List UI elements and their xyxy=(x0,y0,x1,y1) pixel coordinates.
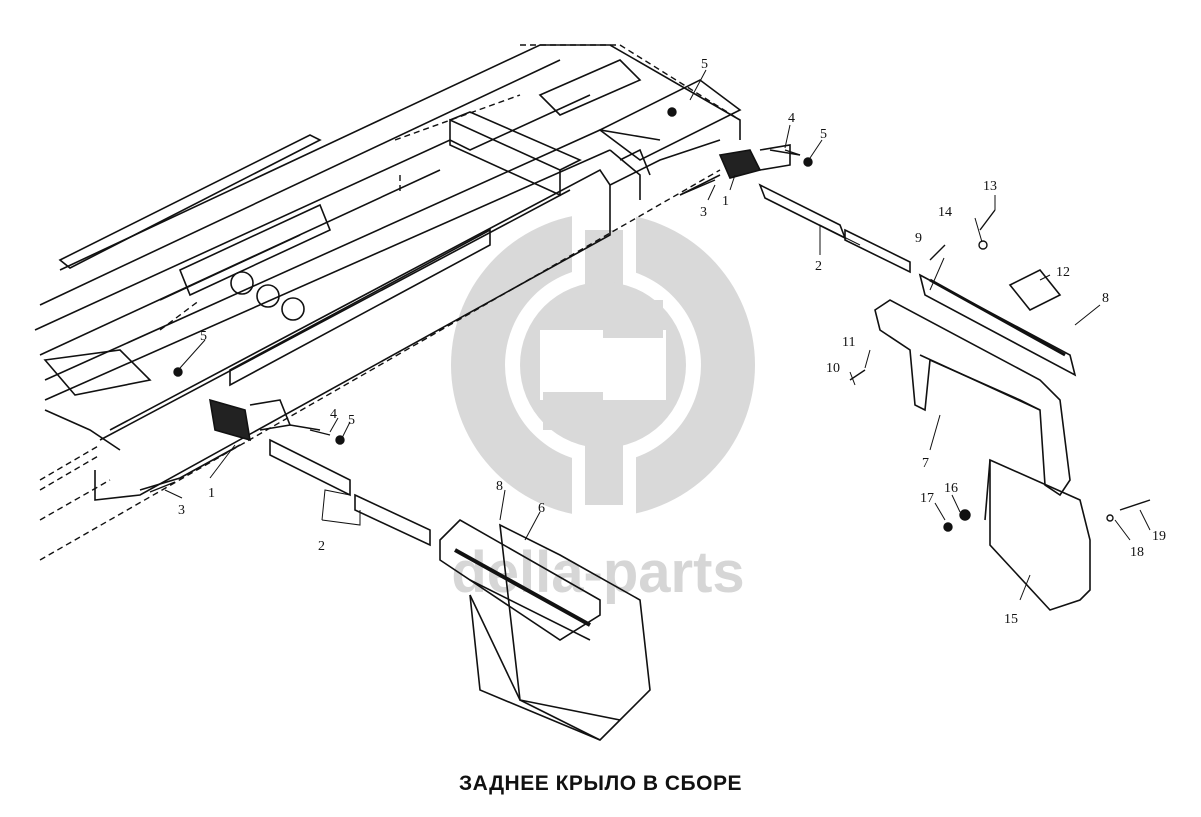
callout-18: 18 xyxy=(1130,545,1144,560)
bracket-left xyxy=(139,398,431,547)
callout-3-bottom: 3 xyxy=(178,503,185,518)
hardware xyxy=(149,107,1151,532)
callouts: 1 1 2 2 3 3 4 4 5 5 5 5 6 7 8 8 9 10 11 … xyxy=(178,57,1166,627)
diagram-title: ЗАДНЕЕ КРЫЛО В СБОРЕ xyxy=(459,772,742,795)
callout-3-top: 3 xyxy=(700,205,707,220)
callout-4-top: 4 xyxy=(788,111,795,126)
fender-right xyxy=(874,268,1091,611)
callout-5-right: 5 xyxy=(820,127,827,142)
callout-1-top: 1 xyxy=(722,194,729,209)
callout-4-bottom: 4 xyxy=(330,407,337,422)
callout-1-bottom: 1 xyxy=(208,486,215,501)
callout-5-left: 5 xyxy=(200,329,207,344)
chassis-frame xyxy=(34,44,742,501)
chassis-dashed xyxy=(39,44,741,561)
callout-6: 6 xyxy=(538,501,545,516)
watermark-text: della-parts xyxy=(451,540,744,605)
callout-11: 11 xyxy=(842,335,855,350)
callout-19: 19 xyxy=(1152,529,1166,544)
leader-lines xyxy=(164,69,1151,601)
bracket-right xyxy=(679,144,911,274)
callout-5-lower: 5 xyxy=(348,413,355,428)
callout-8-right: 8 xyxy=(1102,291,1109,306)
fender-left xyxy=(439,519,651,741)
callout-14: 14 xyxy=(938,205,952,220)
callout-12: 12 xyxy=(1056,265,1070,280)
callout-9: 9 xyxy=(915,231,922,246)
callout-5-top: 5 xyxy=(701,57,708,72)
callout-10: 10 xyxy=(826,361,840,376)
callout-17: 17 xyxy=(920,491,934,506)
callout-13: 13 xyxy=(983,179,997,194)
callout-8-left: 8 xyxy=(496,479,503,494)
callout-16: 16 xyxy=(944,481,958,496)
callout-7: 7 xyxy=(922,456,929,471)
watermark-logo xyxy=(451,205,755,535)
callout-2-bottom: 2 xyxy=(318,539,325,554)
callout-2-top: 2 xyxy=(815,259,822,274)
callout-15: 15 xyxy=(1004,612,1018,627)
